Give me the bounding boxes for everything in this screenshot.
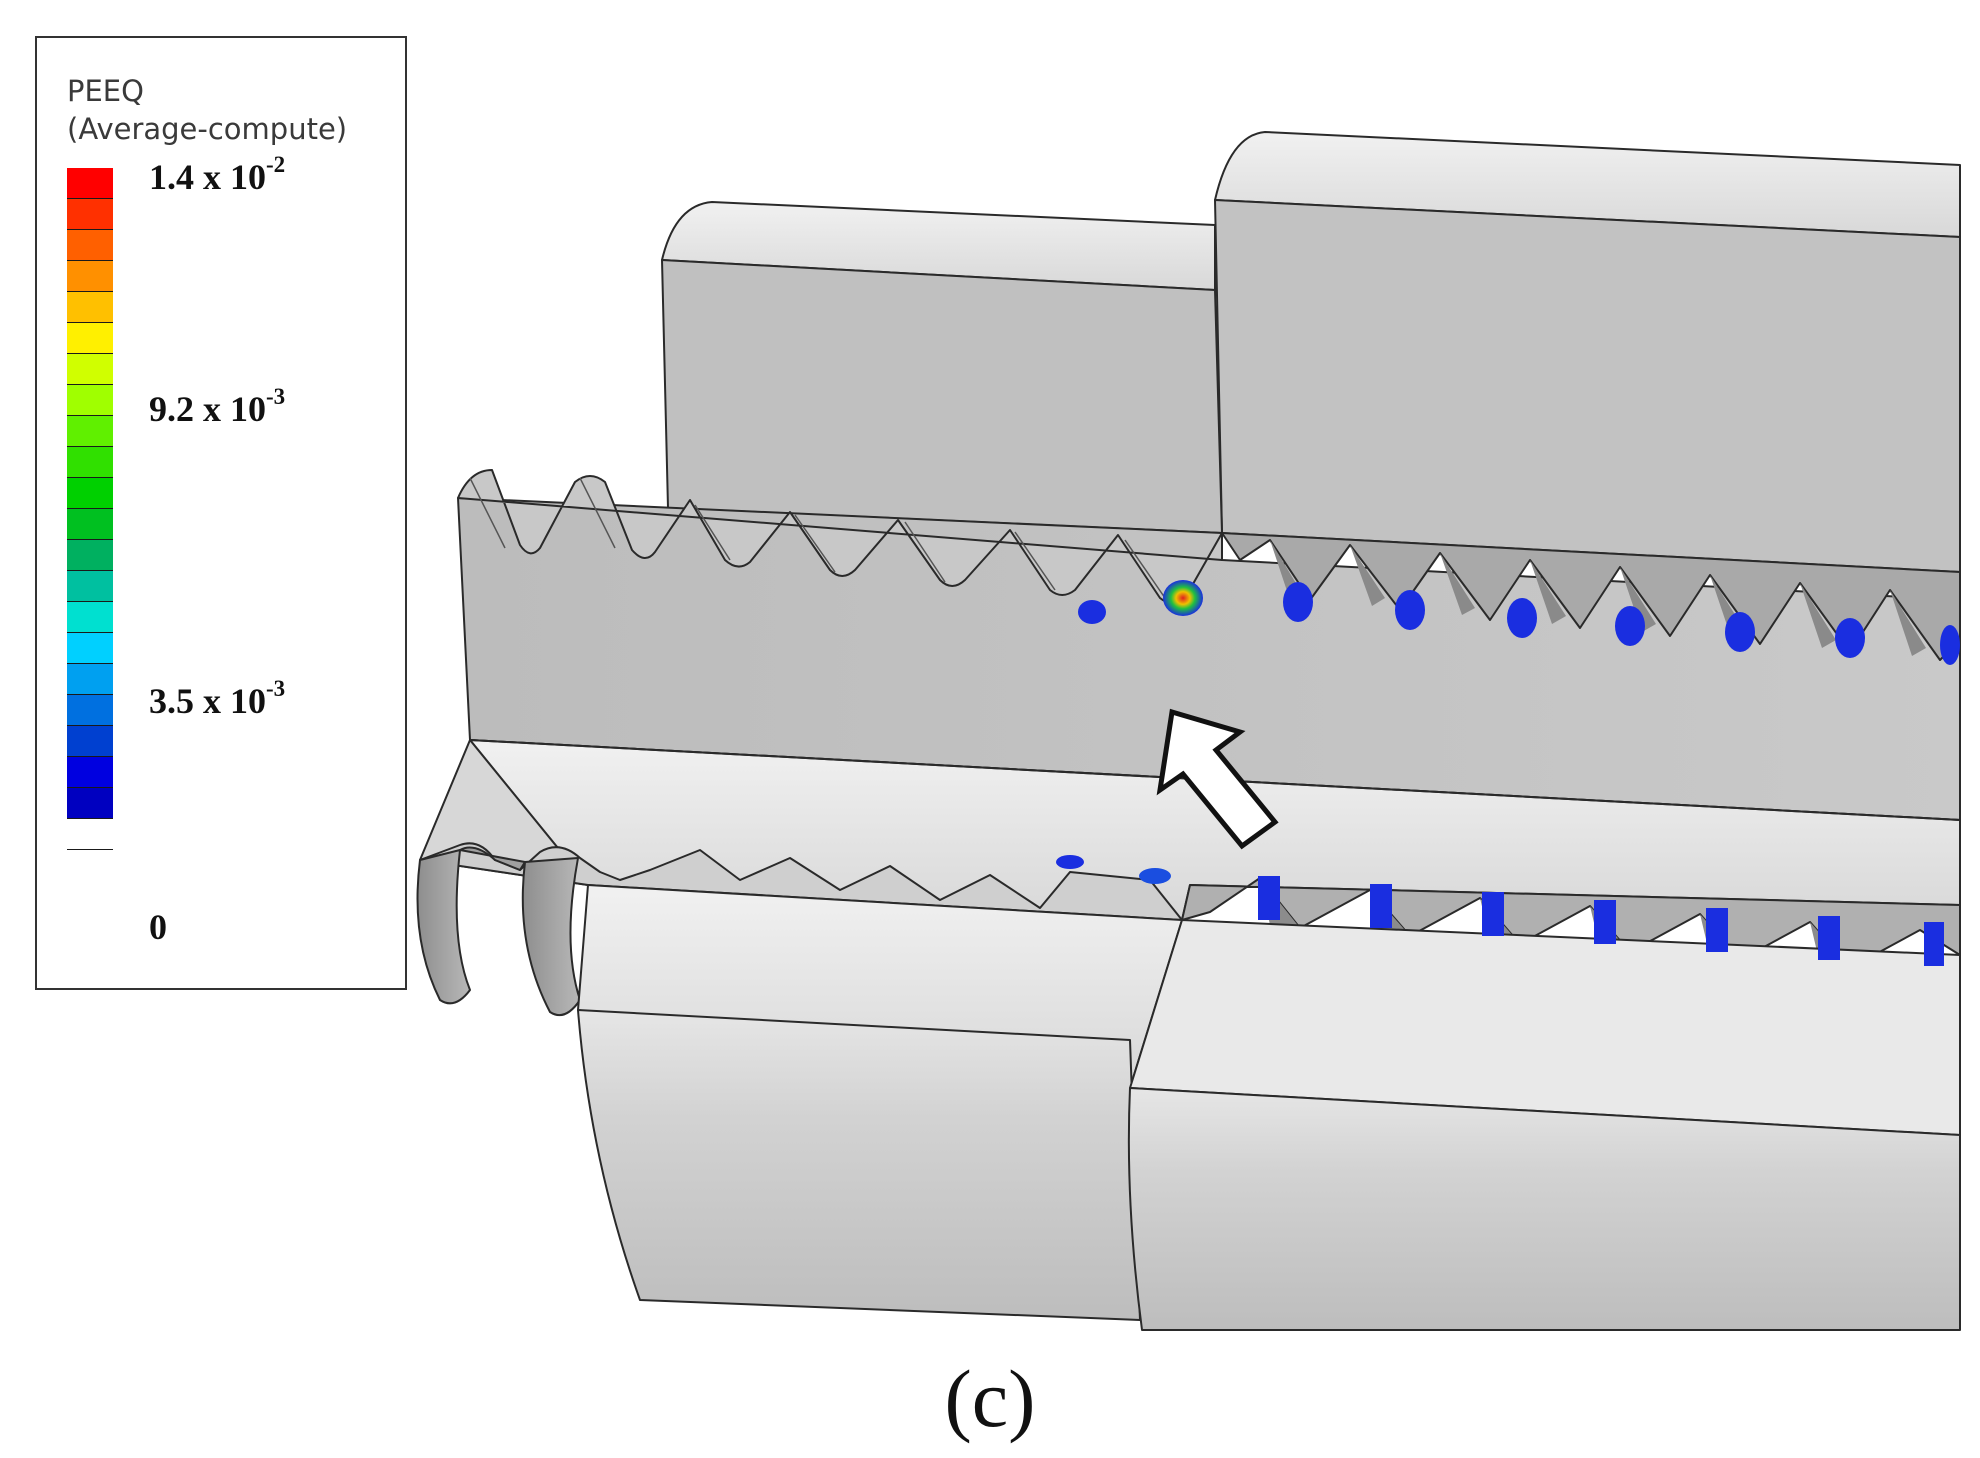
legend-swatch: [67, 602, 113, 633]
legend-swatch: [67, 664, 113, 695]
legend-swatch: [67, 199, 113, 230]
upper-thread-body: [457, 469, 1961, 821]
lower-left-flanks: [416, 846, 581, 1016]
legend-subtitle: (Average-compute): [67, 112, 348, 146]
strain-spot: [1835, 618, 1865, 658]
legend-swatch: [67, 819, 113, 850]
legend-swatch: [67, 695, 113, 726]
legend-swatch: [67, 230, 113, 261]
legend-label-max: 1.4 x 10-2: [149, 152, 286, 197]
strain-spot: [1139, 868, 1171, 884]
legend-swatch: [67, 416, 113, 447]
legend-swatch: [67, 633, 113, 664]
upper-thread-crest-shading: [469, 477, 1166, 599]
strain-spot: [1818, 916, 1840, 960]
legend-swatch: [67, 261, 113, 292]
legend-swatch: [67, 726, 113, 757]
strain-spot: [1078, 600, 1106, 624]
strain-spot: [1725, 612, 1755, 652]
legend-swatch: [67, 509, 113, 540]
legend-swatch: [67, 168, 113, 199]
legend-swatch: [67, 540, 113, 571]
legend-label-lower: 3.5 x 10-3: [149, 676, 286, 721]
direction-arrow: [1156, 708, 1279, 850]
legend-color-bar: [67, 168, 113, 850]
legend-swatch: [67, 292, 113, 323]
lower-cylinders: [577, 884, 1961, 1331]
strain-spot-hot: [1163, 580, 1203, 616]
strain-spot: [1056, 855, 1084, 869]
legend-swatch: [67, 478, 113, 509]
legend-swatch: [67, 788, 113, 819]
legend-swatch: [67, 385, 113, 416]
strain-spot: [1940, 625, 1960, 665]
legend-swatch: [67, 447, 113, 478]
strain-spot: [1507, 598, 1537, 638]
legend-title: PEEQ: [67, 74, 144, 108]
strain-spot: [1370, 884, 1392, 928]
strain-spot: [1594, 900, 1616, 944]
lower-strain-spots: [1056, 855, 1944, 966]
strain-spot: [1706, 908, 1728, 952]
upper-coupling: [661, 131, 1961, 573]
strain-spot: [1924, 922, 1944, 966]
legend-swatch: [67, 323, 113, 354]
strain-spot: [1482, 892, 1504, 936]
legend-label-min: 0: [149, 907, 167, 947]
legend-swatch: [67, 354, 113, 385]
strain-spot: [1615, 606, 1645, 646]
legend-swatch: [67, 571, 113, 602]
legend-label-upper: 9.2 x 10-3: [149, 384, 286, 429]
figure-caption: (c): [944, 1353, 1036, 1444]
strain-spot: [1283, 582, 1313, 622]
strain-spot: [1258, 876, 1280, 920]
strain-spot: [1395, 590, 1425, 630]
contour-legend: PEEQ (Average-compute) 1.4 x 10-2 9.2 x …: [35, 36, 407, 990]
upper-strain-spots: [1078, 580, 1960, 665]
legend-swatch: [67, 757, 113, 788]
